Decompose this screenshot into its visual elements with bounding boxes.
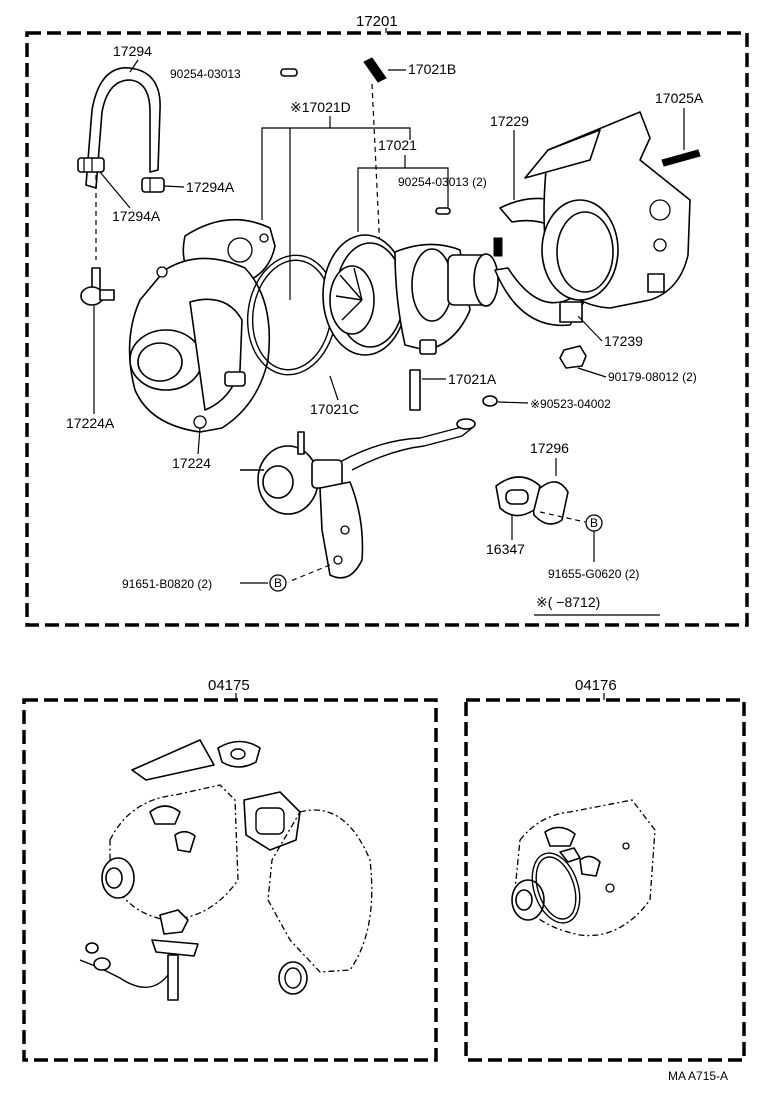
- kit-04175-gasket: [217, 740, 261, 768]
- plate-17296: [531, 481, 569, 525]
- link-end: [456, 418, 476, 430]
- label-17239: 17239: [604, 333, 643, 349]
- label-17021: 17021: [378, 137, 417, 153]
- assembly-label-04175: 04175: [208, 677, 250, 694]
- kit-04175-illustration: [79, 739, 373, 1001]
- label-90254-03013-side: 90254-03013 (2): [398, 175, 487, 189]
- label-17294a-right: 17294A: [186, 179, 235, 195]
- gasket-16347: [495, 476, 541, 517]
- wastegate-actuator: [240, 419, 473, 579]
- clip-17294a-right: [141, 177, 165, 193]
- label-17224: 17224: [172, 455, 211, 471]
- marker-b-left: [269, 574, 287, 592]
- kit-04176-o-ring: [531, 852, 581, 924]
- stud-17025a: [661, 149, 701, 167]
- marker-b-right-text: B: [590, 516, 598, 530]
- nut-90179: [559, 345, 587, 369]
- label-90523-04002: ※90523-04002: [530, 397, 611, 411]
- label-17296: 17296: [530, 440, 569, 456]
- label-17025a: 17025A: [655, 90, 704, 106]
- assembly-17201-frame: [25, 31, 749, 627]
- clip-17294a-left: [77, 157, 105, 173]
- compressor-housing-17224: [128, 218, 276, 433]
- label-17021c: 17021C: [310, 401, 359, 417]
- catalog-code: MA A715-A: [668, 1069, 728, 1083]
- pin-90254-top: [280, 68, 298, 77]
- label-90179-08012: 90179-08012 (2): [608, 370, 697, 384]
- stud-17021a: [409, 369, 421, 411]
- label-16347: 16347: [486, 541, 525, 557]
- pin-90254-side: [435, 207, 451, 215]
- hose-17294: [85, 67, 161, 189]
- assembly-label-17201: 17201: [356, 13, 398, 30]
- turbine-housing: [524, 111, 691, 309]
- label-17224a: 17224A: [66, 415, 115, 431]
- label-17021a: 17021A: [448, 371, 497, 387]
- washer-90523: [482, 395, 498, 407]
- label-17294: 17294: [113, 43, 152, 59]
- footnote-applicability: ※( −8712): [536, 594, 600, 610]
- label-17229: 17229: [490, 113, 529, 129]
- kit-04176-illustration: [511, 799, 656, 937]
- label-91651-b0820: 91651-B0820 (2): [122, 577, 212, 591]
- center-cartridge-17021: [322, 234, 499, 356]
- label-90254-03013-top: 90254-03013: [170, 67, 241, 81]
- stud-17021b: [363, 57, 387, 83]
- label-17294a-left: 17294A: [112, 208, 161, 224]
- label-17021b: 17021B: [408, 61, 456, 77]
- union-17224a: [80, 267, 115, 306]
- assembly-label-04176: 04176: [575, 677, 617, 694]
- label-17021d: ※17021D: [290, 99, 351, 115]
- kit-04176-frame: [464, 698, 746, 1062]
- kit-04175-frame: [22, 698, 438, 1062]
- label-91655-g0620: 91655-G0620 (2): [548, 567, 639, 581]
- marker-b-left-text: B: [274, 576, 282, 590]
- kit-04175-seal: [278, 961, 308, 995]
